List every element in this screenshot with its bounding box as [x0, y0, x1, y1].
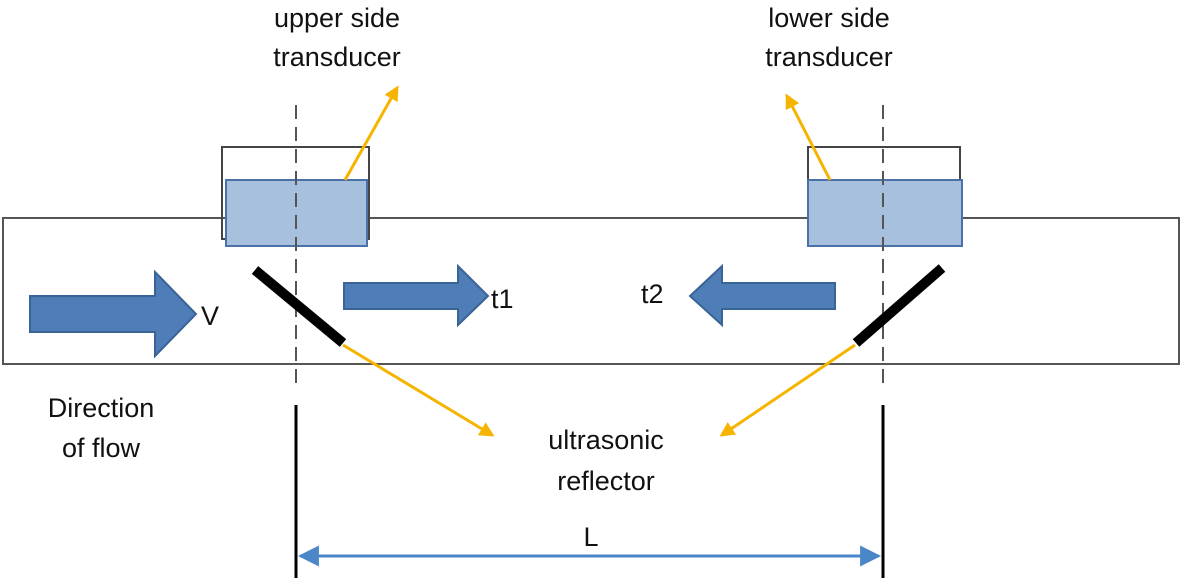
lower-transducer-callout [785, 93, 832, 181]
upper-transducer-label-line2: transducer [273, 42, 401, 72]
flow-velocity-arrow [29, 269, 198, 359]
left-reflector-callout [342, 343, 495, 437]
lower-transducer-label-line2: transducer [765, 42, 893, 72]
reflector-label-line1: ultrasonic [548, 425, 664, 455]
t1-direction-arrow [343, 263, 490, 328]
upper-transducer-label-line1: upper side [274, 3, 400, 33]
lower-transducer-body [807, 179, 963, 247]
t1-label: t1 [491, 284, 514, 314]
lower-side-transducer [807, 146, 963, 247]
upper-transducer-body [225, 179, 368, 247]
upstream-reflector [251, 266, 347, 347]
distance-label: L [583, 522, 598, 552]
downstream-reflector [852, 264, 946, 347]
t2-direction-arrow [688, 263, 836, 328]
t2-label: t2 [641, 279, 664, 309]
lower-transducer-label-line1: lower side [768, 3, 890, 33]
right-reflector-callout [719, 343, 856, 437]
reflector-label-line2: reflector [557, 466, 655, 496]
pipe [2, 217, 1180, 365]
flow-direction-label-line1: Direction [48, 393, 155, 423]
flow-direction-label-line2: of flow [62, 433, 141, 463]
upper-transducer-callout [343, 85, 399, 181]
velocity-label: V [201, 301, 219, 331]
